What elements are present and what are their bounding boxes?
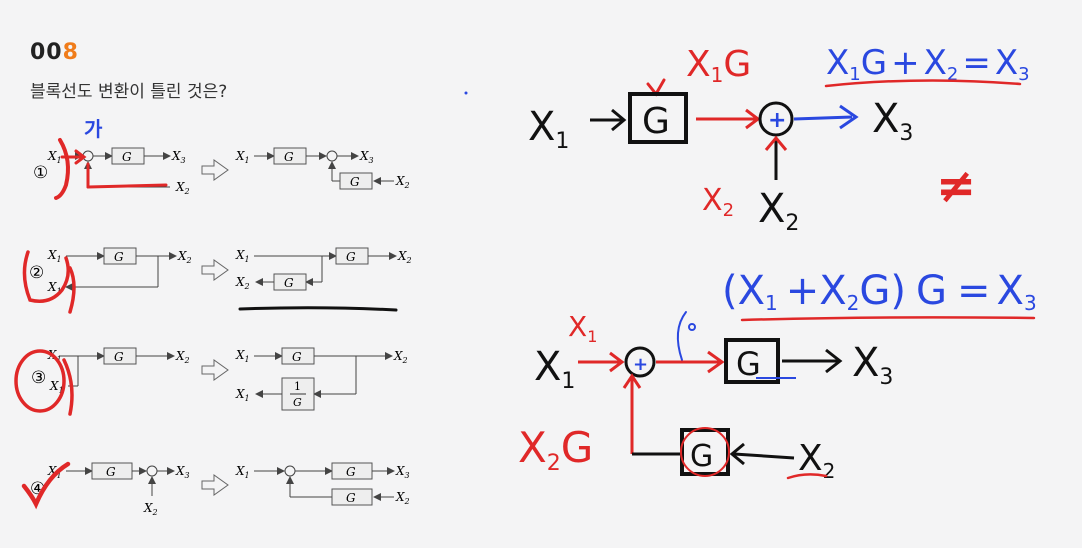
svg-text:G: G	[346, 465, 356, 479]
option-2: ② X1 G X2 X1 X1 G X2	[29, 247, 412, 312]
diag2-in1: X1	[534, 344, 575, 394]
diagram-2: X1 X1 + G X3 G	[518, 310, 893, 483]
svg-text:G: G	[736, 345, 761, 383]
label-x2-red: X2	[702, 183, 734, 221]
diag2-out: X3	[852, 340, 893, 390]
svg-text:+: +	[633, 354, 648, 375]
question-number: 008	[30, 40, 79, 65]
option-2-right-branch: X2	[235, 275, 250, 291]
option-1-right-summing-point	[326, 150, 338, 162]
option-1-right-out: X3	[359, 149, 374, 165]
diag1-block-g	[628, 92, 688, 144]
option-1-transform-arrow	[201, 159, 229, 181]
option-1-left-in1: X1	[47, 149, 62, 165]
option-4-left-summing-point	[146, 465, 158, 477]
left-handwritten-marks: 가	[14, 91, 468, 510]
option-3: ③ X1 G X2 X1 X1 G X2	[31, 347, 408, 411]
svg-text:G: G	[642, 101, 670, 142]
diagram-1: X1 G + X3 X2 X2	[528, 92, 913, 236]
svg-text:G: G	[293, 396, 302, 409]
option-2-left-in: X1	[47, 248, 62, 264]
svg-text:G: G	[284, 150, 294, 164]
option-2-right-out: X2	[397, 249, 412, 265]
question-text: 블록선도 변환이 틀린 것은?	[30, 82, 228, 102]
option-4-right-diagram: X1 G X3 G X2	[235, 462, 410, 506]
diag1-summing-point	[758, 101, 794, 137]
option-2-underline	[238, 306, 398, 312]
diag1-in1: X1	[528, 104, 569, 154]
option-1-right-in1: X1	[235, 149, 250, 165]
option-4-left-diagram: X1 G X3 X2	[47, 462, 190, 517]
option-3-right-branch: X1	[235, 387, 250, 403]
option-1-right-diagram: X1 G X3 G X2	[235, 147, 410, 190]
option-4-transform-arrow	[201, 474, 229, 496]
option-2-marker: ②	[29, 263, 44, 283]
option-2-red-loop	[22, 250, 70, 303]
diag2-summing-point	[624, 346, 656, 378]
label-x1g: X1G	[686, 44, 751, 87]
option-4-red-check	[21, 461, 71, 510]
option-3-right-in: X1	[235, 348, 250, 364]
option-4-right-in1: X1	[235, 464, 250, 480]
option-1-left-in2: X2	[175, 180, 190, 196]
option-4-left-out: X3	[175, 464, 190, 480]
option-1-red-feedback-line	[86, 183, 168, 189]
option-4: ④ X1 G X3 X2 X1 G	[30, 462, 410, 517]
option-2-left-out: X2	[177, 249, 192, 265]
svg-text:G: G	[690, 439, 713, 474]
option-1-left-out: X3	[171, 149, 186, 165]
svg-text:1: 1	[294, 380, 301, 393]
option-3-right-out: X2	[393, 349, 408, 365]
option-1-red-bracket	[54, 138, 70, 200]
diag2-block-g1	[724, 338, 780, 384]
option-3-left-out: X2	[175, 349, 190, 365]
option-4-right-in2: X2	[395, 490, 410, 506]
ga-annotation: 가	[84, 117, 103, 141]
option-1-marker: ①	[33, 163, 48, 183]
equation-1: X1G+X2=X3	[826, 43, 1030, 85]
svg-text:G: G	[346, 250, 356, 264]
option-3-marker: ③	[31, 368, 46, 388]
svg-text:G: G	[284, 276, 294, 290]
svg-text:G: G	[114, 250, 124, 264]
option-4-left-in2: X2	[143, 501, 158, 517]
diag1-out: X3	[872, 96, 913, 146]
label-x1-red: X1	[568, 310, 597, 346]
svg-text:G: G	[106, 465, 116, 479]
diag1-in2: X2	[758, 186, 799, 236]
svg-text:+: +	[768, 108, 786, 133]
svg-text:G: G	[292, 350, 302, 364]
option-1-right-in2: X2	[395, 174, 410, 190]
option-4-right-block-g2	[331, 488, 373, 506]
option-2-right-diagram: X1 G X2 G X2	[235, 247, 412, 291]
svg-text:G: G	[350, 175, 360, 189]
diag2-in2: X2	[798, 438, 835, 483]
option-4-right-out: X3	[395, 464, 410, 480]
equation-2: (X1+X2G)G=X3	[722, 268, 1037, 315]
option-2-transform-arrow	[201, 259, 229, 281]
option-1-right-block-g2	[339, 172, 373, 190]
label-x2g: X2G	[518, 423, 593, 476]
option-4-left-in1: X1	[47, 464, 62, 480]
option-4-right-summing-point	[284, 465, 296, 477]
svg-text:G: G	[122, 150, 132, 164]
option-2-right-in: X1	[235, 248, 250, 264]
option-3-transform-arrow	[201, 359, 229, 381]
option-3-red-circle	[14, 349, 66, 413]
svg-text:G: G	[346, 491, 356, 505]
option-3-right-diagram: X1 G X2 1 G X1	[235, 347, 408, 411]
not-equal-mark: ≠	[936, 158, 976, 214]
svg-text:G: G	[114, 350, 124, 364]
handwritten-solution: X1G X1G+X2=X3 X1 G + X3 X2 X2	[518, 43, 1037, 483]
